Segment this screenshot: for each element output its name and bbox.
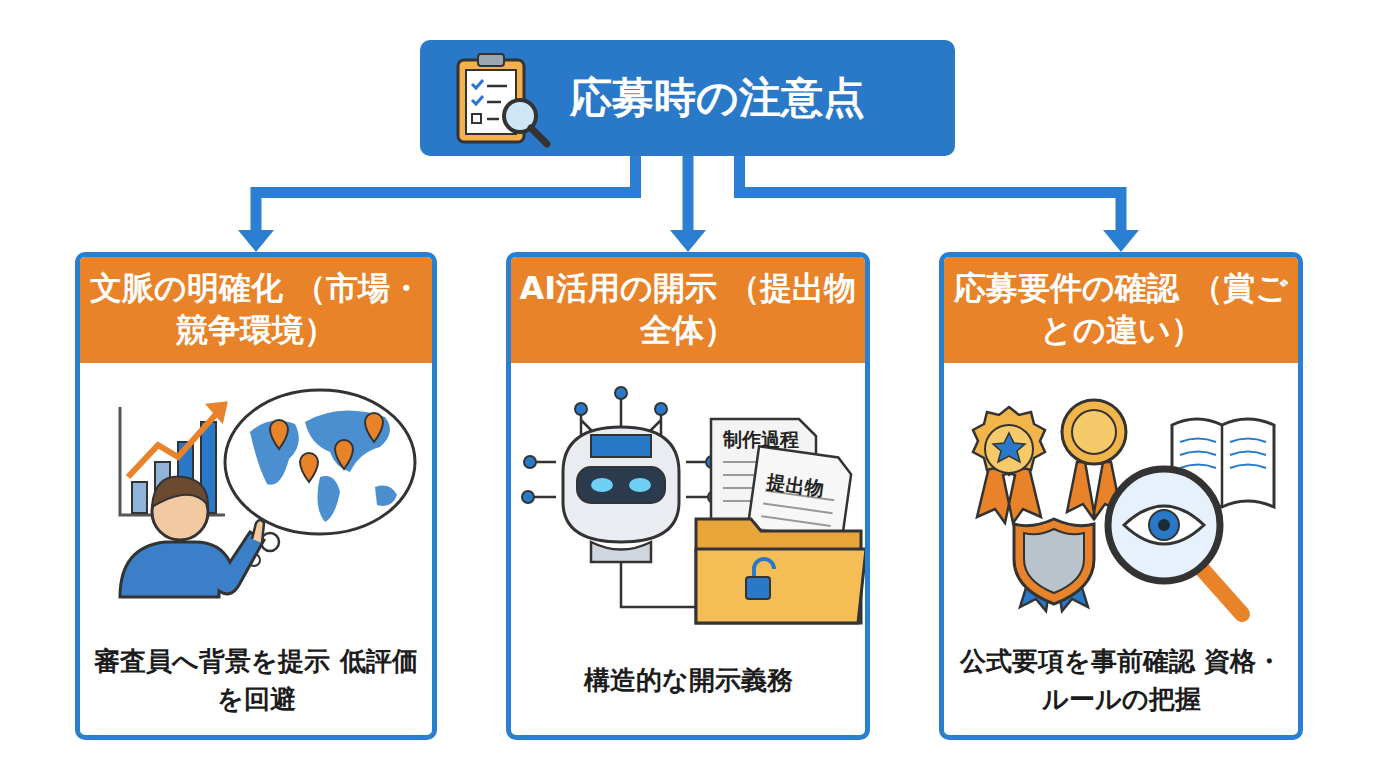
arrow-head (238, 230, 274, 252)
illustration-shape (591, 435, 651, 457)
illustration-shape (696, 549, 865, 623)
illustration-shape (531, 128, 547, 144)
illustration-shape (250, 420, 299, 484)
info-card: 文脈の明確化 （市場・競争環境） 審査員へ背景を提示 低評価を回避 (75, 252, 437, 740)
illustration-shape (591, 542, 651, 562)
illustration-shape (472, 114, 481, 123)
illustration-shape (993, 433, 1025, 462)
connector-line (256, 156, 636, 232)
connector-arrow (238, 156, 636, 252)
connector-arrow (670, 156, 706, 252)
illustration-shape (132, 482, 147, 513)
connector-arrow (740, 156, 1140, 252)
arrow-head (670, 230, 706, 252)
illustration-shape (208, 403, 226, 421)
document-label: 制作過程 (723, 429, 799, 450)
illustration-shape (270, 413, 383, 482)
card-heading: AI活用の開示 （提出物全体） (517, 257, 859, 363)
illustration-shape (225, 390, 415, 534)
illustration-shape (1024, 529, 1084, 593)
illustration-shape (591, 478, 613, 492)
illustration-shape (252, 520, 264, 543)
illustration-shape (1180, 439, 1266, 469)
illustration-shape (973, 407, 1045, 475)
illustration-shape (472, 80, 483, 104)
illustration-shape (746, 577, 770, 599)
illustration-shape (522, 387, 720, 503)
arrow-head (1103, 230, 1139, 252)
illustration-shape (629, 478, 651, 492)
illustration-shape (1124, 506, 1204, 544)
illustration-shape (375, 486, 397, 506)
info-card: 応募要件の確認 （賞ごとの違い） 公式要項を事前確認 資格・ルールの把握 (939, 252, 1303, 740)
illustration-shape (1221, 425, 1224, 507)
illustration-shape (1072, 410, 1116, 454)
card-body: 審査員へ背景を提示 低評価を回避 (88, 629, 424, 733)
illustration-shape (335, 440, 353, 469)
card-body: 構造的な開示義務 (519, 629, 857, 733)
illustration-shape (575, 403, 587, 415)
illustration-shape (754, 559, 774, 577)
illustration-shape (621, 562, 701, 607)
connector-line (683, 156, 694, 232)
illustration-shape (1014, 519, 1094, 604)
illustration-shape (1062, 400, 1126, 464)
illustration-shape (270, 420, 288, 449)
connector-line (740, 156, 1122, 232)
illustration-shape (365, 413, 383, 442)
title-box: 応募時の注意点 (420, 40, 955, 156)
illustration-shape (120, 532, 264, 597)
illustration-shape (615, 387, 627, 399)
illustration-shape (1202, 569, 1242, 614)
illustration-shape (152, 477, 208, 507)
illustration-shape (1158, 519, 1170, 531)
illustration-shape (1149, 510, 1179, 540)
card-heading: 文脈の明確化 （市場・競争環境） (86, 257, 426, 363)
illustration-shape (563, 427, 679, 542)
card-heading: 応募要件の確認 （賞ごとの違い） (950, 257, 1292, 363)
illustration-shape (300, 453, 318, 482)
card-body: 公式要項を事前確認 資格・ルールの把握 (952, 629, 1290, 733)
illustration-shape (478, 54, 504, 66)
illustration-shape (985, 425, 1033, 473)
illustration-shape (128, 412, 218, 477)
title-text: 応募時の注意点 (570, 73, 865, 123)
illustration-shape (317, 476, 340, 522)
illustration-shape (577, 467, 665, 503)
illustration-shape (655, 403, 667, 415)
illustration-shape (1108, 469, 1220, 581)
illustration-shape (522, 491, 534, 503)
info-card: AI活用の開示 （提出物全体）構造的な開示義務制作過程提出物 (506, 252, 870, 740)
illustration-shape (524, 456, 536, 468)
